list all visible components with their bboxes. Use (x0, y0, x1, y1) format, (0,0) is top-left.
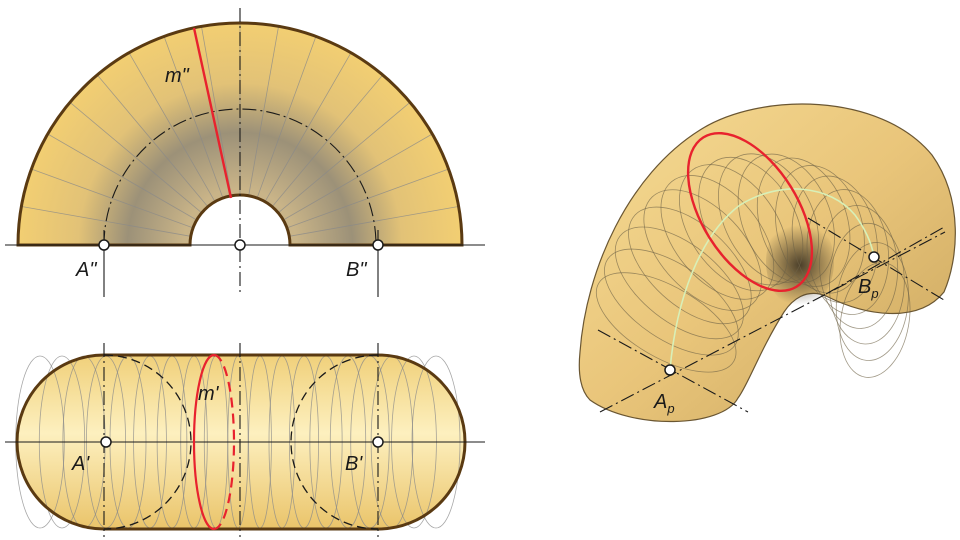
front-generator-line (97, 75, 209, 207)
front-generator-line (278, 102, 410, 214)
a-front-label: A" (75, 259, 97, 281)
perspective-a-axis-2 (599, 231, 946, 413)
perspective-ring (835, 242, 909, 361)
m-top-label: m' (198, 383, 220, 405)
front-generator-line (129, 53, 216, 202)
point-a-top (100, 436, 112, 448)
perspective-ring (828, 222, 905, 345)
perspective-ring (628, 206, 752, 325)
perspective-view: Ap Bp (578, 103, 956, 423)
m-top-curve-visible (192, 353, 215, 531)
perspective-ring (791, 175, 878, 303)
front-generator-line (248, 27, 279, 196)
top-left-hidden-circle (103, 354, 192, 530)
front-generator-line (201, 27, 232, 196)
front-generator-line (264, 53, 351, 202)
b-front-label: B" (346, 259, 367, 281)
front-generator-line (22, 206, 191, 237)
front-generator-line (70, 102, 202, 214)
m-front-label: m" (165, 65, 190, 87)
top-right-hidden-circle (290, 354, 379, 530)
front-center-circle (103, 108, 377, 246)
b-perspective-label: Bp (858, 276, 879, 301)
perspective-center-curve (669, 188, 875, 371)
front-generator-line (32, 169, 194, 229)
point-b-perspective (868, 251, 880, 263)
m-perspective-curve (686, 131, 814, 293)
point-b-front (372, 239, 384, 251)
front-view: m" A" B" (5, 8, 485, 297)
b-top-label: B' (345, 453, 363, 475)
m-front-curve (192, 27, 233, 199)
front-generator-line (271, 75, 383, 207)
perspective-ring (660, 175, 775, 300)
point-b-top (372, 436, 384, 448)
perspective-inner-shadow (766, 216, 834, 308)
perspective-ring (737, 153, 835, 284)
front-generator-line (164, 37, 224, 199)
perspective-ring (614, 226, 744, 340)
front-generator-line (256, 37, 316, 199)
perspective-ring (679, 164, 789, 292)
point-a-perspective (664, 364, 676, 376)
perspective-ring (806, 189, 890, 315)
top-view: m' A' B' (5, 343, 485, 537)
perspective-ring (819, 205, 899, 329)
front-center-point (234, 239, 246, 251)
perspective-ring (595, 272, 737, 373)
a-top-label: A' (71, 453, 90, 475)
front-generator-line (48, 134, 197, 221)
a-perspective-label: Ap (653, 391, 675, 416)
perspective-ring (775, 165, 865, 294)
point-a-front (98, 239, 110, 251)
perspective-ring (643, 189, 762, 311)
front-outer-contour (16, 21, 464, 247)
perspective-b-axis-2 (825, 225, 947, 295)
